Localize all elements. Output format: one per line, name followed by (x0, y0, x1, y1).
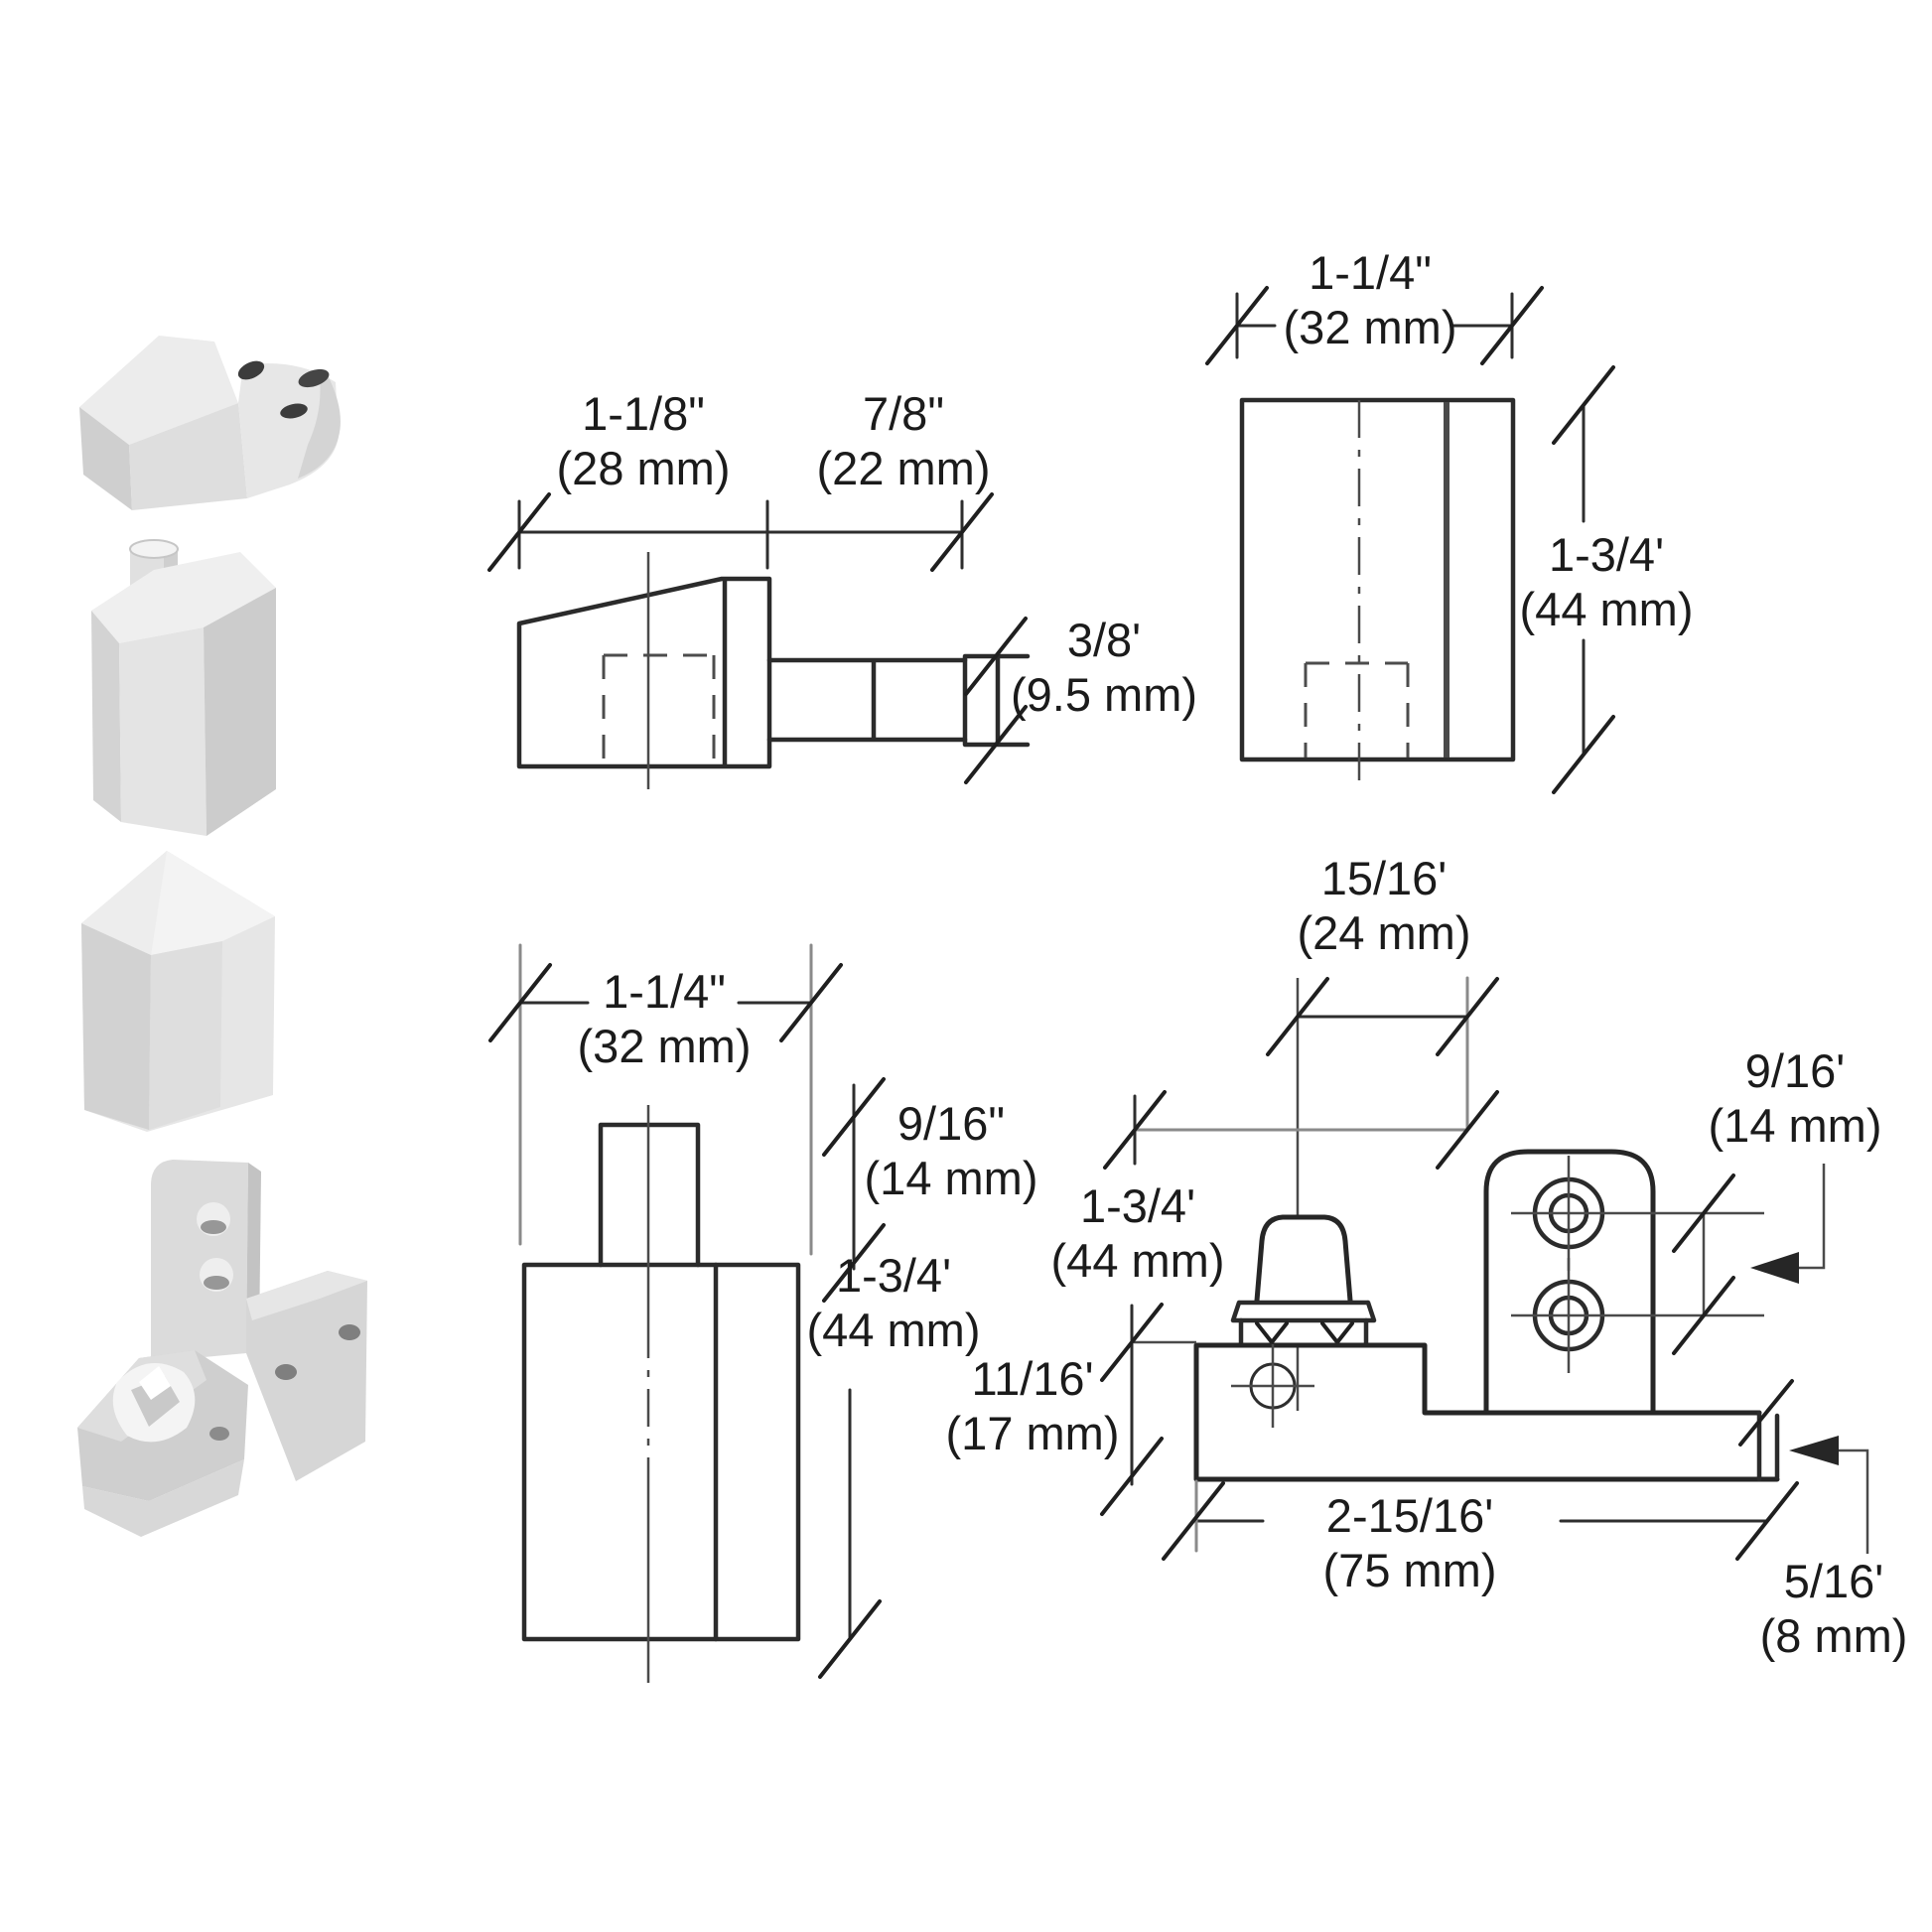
dim-assembly-base-height: 11/16' (17 mm) (946, 1352, 1120, 1460)
dim-value: 1-3/4' (1079, 1179, 1196, 1232)
dim-top-plan-height: 1-3/4' (44 mm) (1520, 528, 1694, 636)
dim-metric: (14 mm) (864, 1151, 1038, 1204)
dim-metric: (9.5 mm) (1011, 667, 1197, 721)
photo-bottom-pivot-assembly (77, 1160, 367, 1537)
dim-assembly-height: 1-3/4' (44 mm) (1051, 1179, 1225, 1288)
dim-metric: (14 mm) (1708, 1098, 1882, 1152)
dim-bottom-front-pin-height: 9/16" (14 mm) (865, 1097, 1038, 1205)
dim-metric: (28 mm) (556, 441, 731, 494)
view-pivot-post-plan (1205, 286, 1615, 794)
photo-top-pivot-hinge-body (79, 336, 341, 510)
dim-value: 9/16" (897, 1097, 1006, 1150)
dim-metric: (24 mm) (1297, 905, 1471, 959)
dim-assembly-hole-spacing: 9/16' (14 mm) (1709, 1044, 1882, 1153)
dim-value: 1-3/4' (1548, 528, 1665, 581)
dim-value: 11/16' (971, 1352, 1094, 1405)
view-pivot-post-front (488, 943, 886, 1683)
dim-metric: (32 mm) (1283, 300, 1457, 353)
dim-value: 1-1/8" (582, 387, 705, 440)
dim-value: 2-15/16' (1325, 1489, 1494, 1542)
dim-value: 15/16' (1320, 852, 1448, 904)
dim-metric: (44 mm) (1519, 582, 1694, 635)
dim-assembly-length: 2-15/16' (75 mm) (1323, 1489, 1497, 1597)
dim-metric: (17 mm) (945, 1406, 1120, 1459)
dim-top-plan-width: 1-1/4" (32 mm) (1284, 246, 1457, 354)
view-top-pivot-side (487, 492, 1031, 789)
dim-value: 3/8' (1066, 614, 1142, 666)
dim-value: 5/16' (1783, 1555, 1884, 1607)
dim-metric: (44 mm) (1050, 1233, 1225, 1287)
photo-pivot-post-cover-cap (81, 851, 275, 1132)
photo-pivot-post-with-pin (91, 539, 276, 836)
dim-value: 9/16' (1744, 1044, 1846, 1097)
dim-metric: (22 mm) (816, 441, 991, 494)
dim-bottom-front-width: 1-1/4" (32 mm) (578, 965, 752, 1073)
dim-metric: (44 mm) (806, 1303, 981, 1356)
dim-top-side-width-right: 7/8" (22 mm) (817, 387, 991, 495)
dim-assembly-arm-end: 5/16' (8 mm) (1760, 1555, 1908, 1663)
dim-top-side-width-left: 1-1/8" (28 mm) (557, 387, 731, 495)
dim-assembly-pivot-offset: 15/16' (24 mm) (1298, 852, 1471, 960)
view-bottom-assembly (1100, 976, 1869, 1561)
dim-value: 1-3/4' (835, 1249, 952, 1302)
dim-top-side-pin-diameter: 3/8' (9.5 mm) (1011, 614, 1197, 722)
dim-metric: (75 mm) (1322, 1543, 1497, 1596)
dim-metric: (32 mm) (577, 1019, 752, 1072)
dim-value: 1-1/4" (603, 965, 726, 1018)
dim-bottom-front-body-height: 1-3/4' (44 mm) (807, 1249, 981, 1357)
dim-metric: (8 mm) (1759, 1608, 1908, 1662)
dim-value: 1-1/4" (1309, 246, 1432, 299)
dim-value: 7/8" (862, 387, 945, 440)
